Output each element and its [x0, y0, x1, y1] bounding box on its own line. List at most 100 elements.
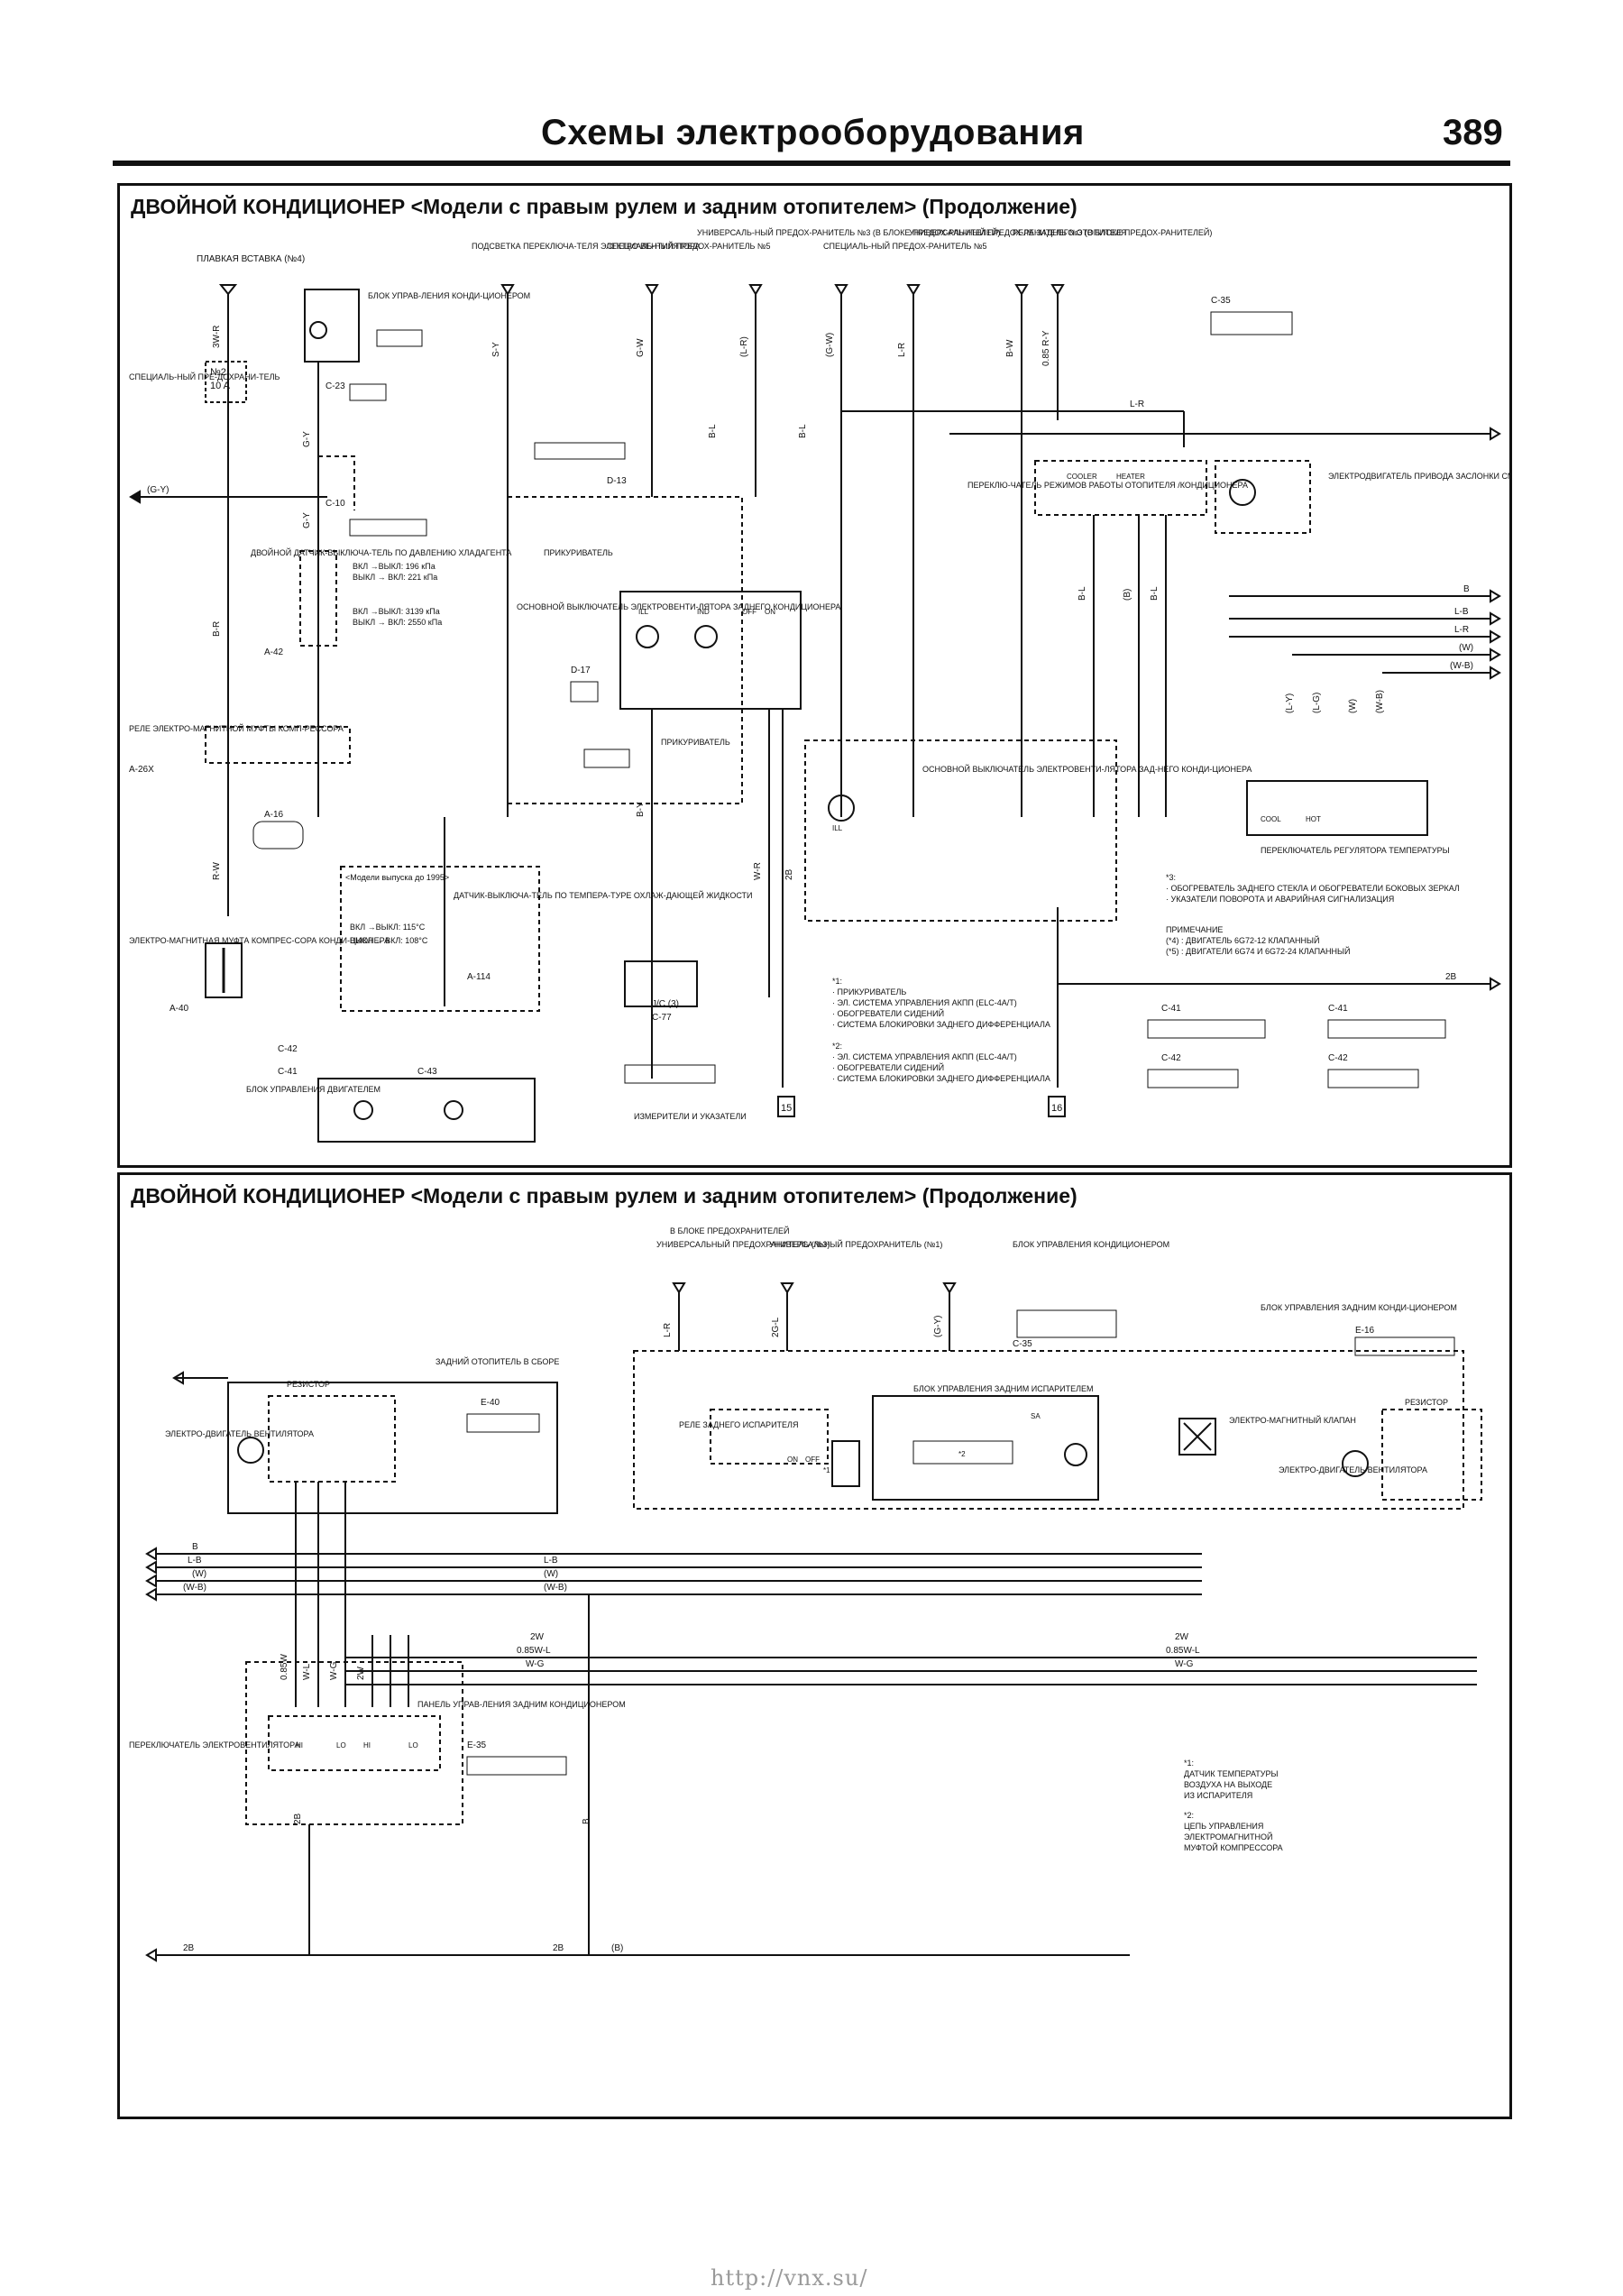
wire-label: 0.85 R-Y — [1041, 330, 1051, 366]
ac-control-unit-top: БЛОК УПРАВ-ЛЕНИЯ КОНДИ-ЦИОНЕРОМ — [304, 289, 530, 363]
wire-label: B-Y — [636, 802, 646, 817]
note-title: *2: — [832, 1042, 842, 1051]
switch-text: LO — [336, 1741, 346, 1750]
switch-text: OFF — [805, 1456, 820, 1464]
notes-right: *3: · ОБОГРЕВАТЕЛЬ ЗАДНЕГО СТЕКЛА И ОБОГ… — [1166, 873, 1460, 956]
panel-title: ДВОЙНОЙ КОНДИЦИОНЕР <Модели с правым рул… — [131, 195, 1077, 218]
note-line: · ЭЛ. СИСТЕМА УПРАВЛЕНИЯ АКПП (ELC-4A/T) — [832, 998, 1017, 1007]
fuse-rating: 10 A — [210, 381, 231, 391]
switch-text: ON — [765, 608, 775, 616]
wiring-panel-bottom: ДВОЙНОЙ КОНДИЦИОНЕР <Модели с правым рул… — [117, 1172, 1512, 2119]
wire-label: (W) — [544, 1569, 558, 1579]
universal-fuse-label: УНИВЕРСАЛЬНЫЙ ПРЕДОХРАНИТЕЛЬ (№1) — [769, 1239, 942, 1249]
connector-label: C-10 — [326, 499, 345, 509]
feed-wire-labels: L-R 2G-L (G-Y) C-35 E-16 E-40 E-35 — [467, 1316, 1375, 1750]
wire-label: (G-Y) — [147, 485, 169, 495]
rear-ac-control-unit-label: БЛОК УПРАВЛЕНИЯ ЗАДНИМ КОНДИ-ЦИОНЕРОМ — [1261, 1303, 1457, 1312]
wiring-diagram-top: ПЛАВКАЯ ВСТАВКА (№4) 3W-R №2 10 A СПЕЦИА… — [129, 227, 1509, 1143]
connector-label: C-42 — [278, 1044, 298, 1054]
wire-label: (W) — [1459, 643, 1473, 653]
wire-label: B — [1463, 584, 1470, 594]
wire-label: (L-G) — [1312, 693, 1322, 713]
wire-label: (G-Y) — [933, 1316, 943, 1337]
wire-label: B-L — [798, 424, 808, 438]
coolant-value: ВКЛ →ВЫКЛ: 115°C — [350, 923, 426, 932]
note-line: ИЗ ИСПАРИТЕЛЯ — [1184, 1791, 1252, 1800]
fan-switch-unit: ILL IND OFF ON — [619, 591, 802, 710]
wire-label: 0.85W-L — [517, 1646, 551, 1656]
notes-top: *1: · ПРИКУРИВАТЕЛЬ · ЭЛ. СИСТЕМА УПРАВЛ… — [832, 977, 1050, 1083]
wire-label: (G-W) — [825, 333, 835, 357]
wire-label: L-R — [1454, 625, 1469, 635]
wire-label: G-Y — [302, 512, 312, 528]
wire-label: L-B — [544, 1556, 558, 1566]
connector-label: A-16 — [264, 810, 284, 820]
rear-fan-switch-2: ILL ОСНОВНОЙ ВЫКЛЮЧАТЕЛЬ ЭЛЕКТРОВЕНТИ-ЛЯ… — [804, 739, 1252, 922]
connector-label: C-42 — [1328, 1053, 1348, 1063]
engine-ecu-label: БЛОК УПРАВЛЕНИЯ ДВИГАТЕЛЕМ — [246, 1085, 381, 1094]
switch-text: OFF — [742, 608, 756, 616]
connector-label: C-23 — [326, 381, 345, 391]
connector-label: C-41 — [1161, 1004, 1181, 1014]
connector-icon — [583, 748, 630, 768]
left-wire-labels: 0.85W W-L W-G 2W 2B B — [280, 1654, 591, 1824]
ground-mark — [1048, 1096, 1066, 1117]
connector-label: E-16 — [1355, 1326, 1375, 1336]
note-line: · УКАЗАТЕЛИ ПОВОРОТА И АВАРИЙНАЯ СИГНАЛИ… — [1166, 894, 1394, 904]
wire-label: L-B — [188, 1556, 202, 1566]
connector-icon — [1016, 1309, 1117, 1338]
rear-control-panel-label: ПАНЕЛЬ УПРАВ-ЛЕНИЯ ЗАДНИМ КОНДИЦИОНЕРОМ — [417, 1700, 626, 1709]
main-fan-switch-label: ОСНОВНОЙ ВЫКЛЮЧАТЕЛЬ ЭЛЕКТРОВЕНТИ-ЛЯТОРА… — [922, 764, 1252, 774]
wire-label: 2W — [530, 1632, 545, 1642]
switch-text: HI — [296, 1741, 303, 1750]
temp-regulator-switch: COOL HOT ПЕРЕКЛЮЧАТЕЛЬ РЕГУЛЯТОРА ТЕМПЕР… — [1246, 780, 1450, 855]
header-rule — [113, 161, 1510, 166]
wire-label: L-R — [1130, 400, 1144, 409]
rear-control-panel-box — [245, 1661, 463, 1825]
note-line: · СИСТЕМА БЛОКИРОВКИ ЗАДНЕГО ДИФФЕРЕНЦИА… — [832, 1020, 1050, 1029]
wire-label: W-G — [526, 1659, 545, 1669]
panel-title: ДВОЙНОЙ КОНДИЦИОНЕР <Модели с правым рул… — [131, 1184, 1077, 1208]
wire-label: (W-B) — [183, 1583, 206, 1593]
connector-icon — [466, 1413, 540, 1433]
wire-label: (W) — [1348, 699, 1358, 713]
top-labels-mid: ПОДСВЕТКА ПЕРЕКЛЮЧА-ТЕЛЯ ЭЛЕКТРО ВЕНТИЛЯ… — [472, 227, 1212, 251]
wire-label: W-L — [302, 1663, 312, 1680]
evap-control-unit: *2 SA — [872, 1395, 1099, 1501]
wire-label: R-W — [212, 861, 222, 880]
connector-label: E-35 — [467, 1740, 487, 1750]
pressure-switch: ДВОЙНОЙ ДАТЧИК-ВЫКЛЮЧА-ТЕЛЬ ПО ДАВЛЕНИЮ … — [251, 547, 511, 657]
note-mark: *2 — [958, 1450, 966, 1458]
main-fan-switch-label: ОСНОВНОЙ ВЫКЛЮЧАТЕЛЬ ЭЛЕКТРОВЕНТИ-ЛЯТОРА… — [517, 602, 840, 611]
evap-relay-label: РЕЛЕ ЗАДНЕГО ИСПАРИТЕЛЯ — [679, 1420, 798, 1429]
note-line: · ОБОГРЕВАТЕЛИ СИДЕНИЙ — [832, 1008, 944, 1018]
fuse-number: №2 — [210, 367, 226, 378]
connector-label: C-41 — [1328, 1004, 1348, 1014]
rear-heater-box — [227, 1382, 558, 1514]
wire-label: 3W-R — [212, 326, 222, 348]
models-note: <Модели выпуска до 1995> — [345, 873, 449, 882]
note-title: *1: — [1184, 1759, 1194, 1768]
coolant-value: ВЫКЛ → ВКЛ: 108°C — [350, 936, 428, 945]
connector-label: A-114 — [467, 972, 491, 982]
ac-control-unit-label: БЛОК УПРАВ-ЛЕНИЯ КОНДИ-ЦИОНЕРОМ — [368, 291, 530, 300]
right-bus-labels: B L-B L-R (W) (W-B) — [1450, 584, 1473, 671]
connector-icon — [1210, 311, 1293, 335]
wire-label: L-B — [1454, 607, 1469, 617]
fusible-link: ПЛАВКАЯ ВСТАВКА (№4) 3W-R — [197, 254, 305, 420]
wire-label: S-Y — [491, 342, 501, 357]
note-line: ВОЗДУХА НА ВЫХОДЕ — [1184, 1780, 1272, 1789]
engine-ecu: БЛОК УПРАВЛЕНИЯ ДВИГАТЕЛЕМ C-42 C-41 C-4… — [246, 1044, 536, 1143]
note-line: · СИСТЕМА БЛОКИРОВКИ ЗАДНЕГО ДИФФЕРЕНЦИА… — [832, 1074, 1050, 1083]
page-header-title: Схемы электрооборудования — [541, 113, 1085, 152]
switch-text: COOLER — [1067, 473, 1097, 481]
pressure-value: ВЫКЛ → ВКЛ: 221 кПа — [353, 573, 437, 582]
switch-text: HOT — [1306, 815, 1321, 823]
wire-label: 2W — [356, 1666, 366, 1680]
compressor-clutch: ЭЛЕКТРО-МАГНИТНАЯ МУФТА КОМПРЕС-СОРА КОН… — [129, 936, 390, 1014]
fan-switch-light-label: ПОДСВЕТКА ПЕРЕКЛЮЧА-ТЕЛЯ ЭЛЕКТРО ВЕНТИЛЯ… — [472, 242, 700, 251]
evap-relay: ON OFF — [710, 1409, 829, 1465]
wire-label: L-R — [897, 343, 907, 357]
fan-motor-label: ЭЛЕКТРО-ДВИГАТЕЛЬ ВЕНТИЛЯТОРА — [165, 1429, 314, 1438]
ground-number: 15 — [781, 1103, 792, 1114]
